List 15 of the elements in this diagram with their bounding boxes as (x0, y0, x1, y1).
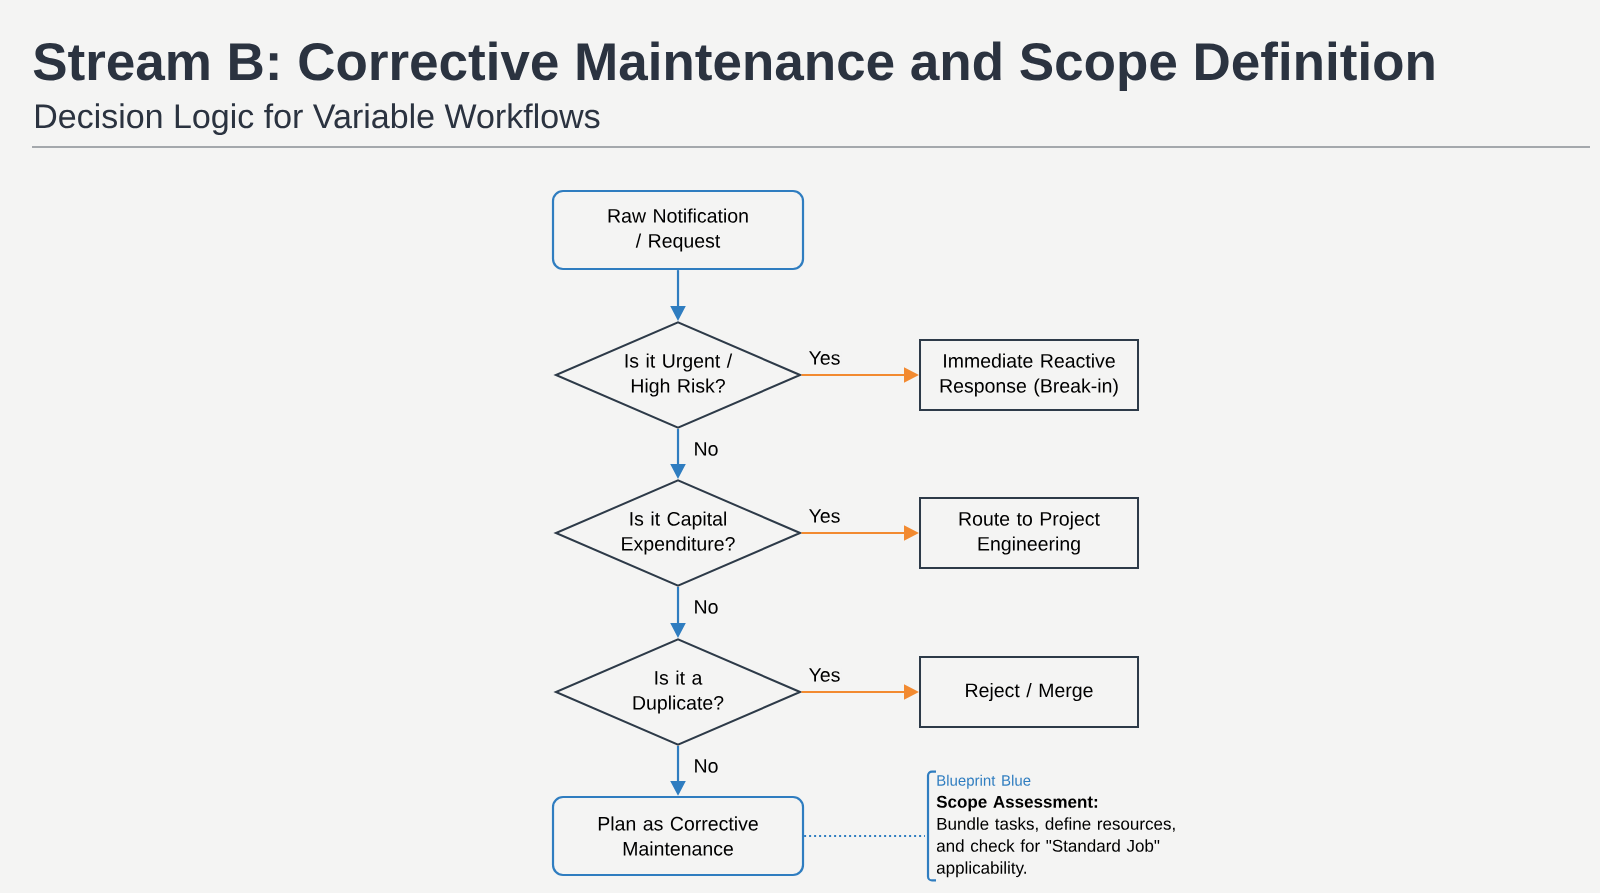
outcome-box: Reject / Merge (919, 656, 1139, 728)
connector (803, 835, 926, 837)
process-box: Raw Notification / Request (551, 189, 805, 271)
edge-label: Yes (807, 350, 842, 366)
edge-label: Yes (807, 508, 842, 524)
outcome-box: Immediate Reactive Response (Break-in) (919, 339, 1139, 411)
edge-label: No (692, 599, 720, 615)
outcome-box: Route to Project Engineering (919, 497, 1139, 569)
process-box: Plan as Corrective Maintenance (551, 795, 805, 877)
title: Stream B: Corrective Maintenance and Scope Definition (33, 41, 1434, 91)
note-text: Blueprint Blue Scope Assessment: Bundle tasks, define resources, and check for "Standard Job" applicability. (926, 770, 1175, 882)
subtitle: Decision Logic for Variable Workflows (36, 103, 600, 136)
edge-label: No (692, 758, 720, 774)
edge-label: No (692, 441, 720, 457)
edge-label: Yes (807, 667, 842, 683)
